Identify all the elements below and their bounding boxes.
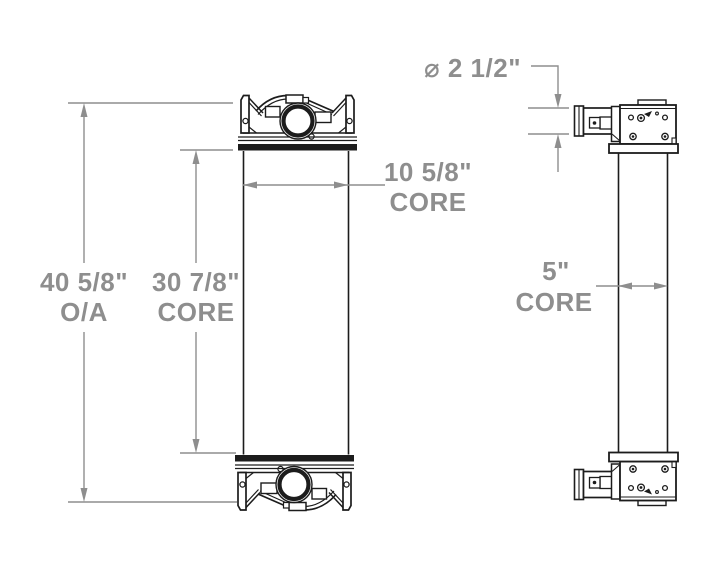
arrowhead-up-icon [192, 150, 200, 164]
arrowhead-down-icon [192, 439, 200, 453]
arrowhead-right-icon [334, 181, 348, 189]
dim-overall-height: 40 5/8" O/A [40, 102, 237, 503]
core-width-value: 10 5/8" [384, 157, 472, 187]
arrowhead-up-icon [554, 134, 562, 148]
overall-height-value: 40 5/8" [40, 267, 128, 297]
front-bottom-tank [235, 455, 354, 511]
arrowhead-left-icon [618, 282, 632, 290]
side-view [573, 99, 679, 507]
dim-core-height: 30 7/8" CORE [152, 149, 240, 454]
leader-line [531, 65, 559, 96]
dim-port-diameter: ⌀ 2 1/2" [424, 53, 569, 172]
dim-core-width: 10 5/8" CORE [243, 157, 472, 217]
port-diameter-value: ⌀ 2 1/2" [424, 53, 521, 83]
arrowhead-down-icon [554, 94, 562, 108]
arrowhead-left-icon [243, 181, 257, 189]
core-depth-qualifier: CORE [515, 287, 592, 317]
arrowhead-down-icon [80, 488, 88, 502]
arrowhead-up-icon [80, 103, 88, 117]
core-height-value: 30 7/8" [152, 267, 240, 297]
dim-core-depth: 5" CORE [515, 256, 668, 317]
front-top-tank [238, 95, 357, 151]
front-view [235, 95, 357, 511]
side-bottom-tank [573, 451, 679, 507]
core-depth-value: 5" [542, 256, 570, 286]
arrowhead-right-icon [654, 282, 668, 290]
core-width-qualifier: CORE [389, 187, 466, 217]
overall-height-qualifier: O/A [60, 297, 108, 327]
side-top-tank [573, 99, 679, 154]
core-height-qualifier: CORE [157, 297, 234, 327]
